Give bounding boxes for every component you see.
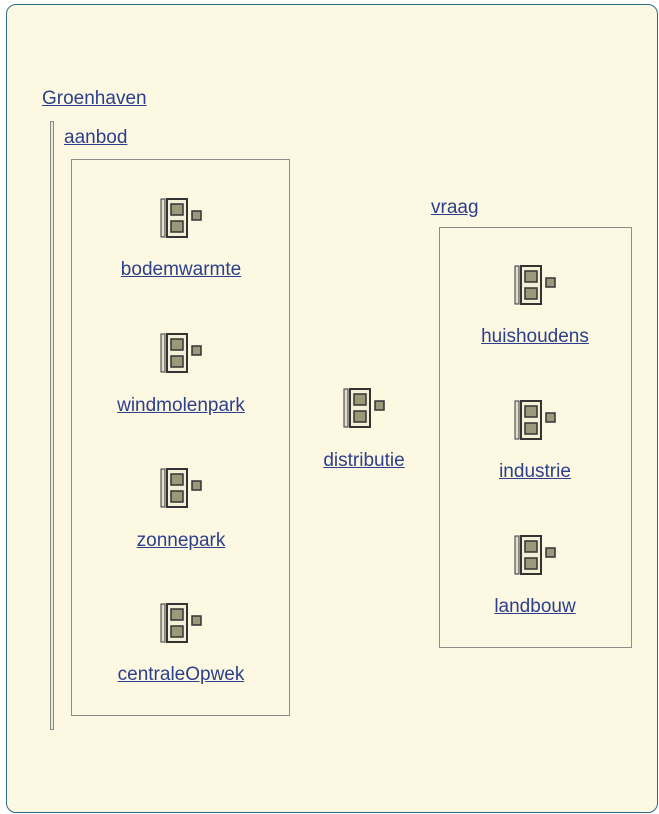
- group-box-aanbod: [71, 159, 290, 716]
- module-icon[interactable]: [514, 265, 556, 305]
- hierarchy-bar: [50, 121, 54, 730]
- node-label-bodemwarmte[interactable]: bodemwarmte: [120, 259, 242, 280]
- module-icon[interactable]: [160, 333, 202, 373]
- node-label-huishoudens[interactable]: huishoudens: [481, 326, 589, 347]
- node-label-distributie[interactable]: distributie: [323, 450, 405, 471]
- node-label-landbouw[interactable]: landbouw: [494, 596, 576, 617]
- node-label-zonnepark[interactable]: zonnepark: [136, 530, 226, 551]
- diagram-panel: [6, 4, 658, 813]
- module-icon[interactable]: [160, 603, 202, 643]
- module-icon[interactable]: [514, 535, 556, 575]
- module-icon[interactable]: [343, 388, 385, 428]
- module-icon[interactable]: [160, 468, 202, 508]
- module-icon[interactable]: [514, 400, 556, 440]
- module-icon[interactable]: [160, 198, 202, 238]
- group-label-aanbod[interactable]: aanbod: [64, 127, 128, 148]
- group-box-vraag: [439, 227, 632, 648]
- group-label-vraag[interactable]: vraag: [431, 197, 479, 218]
- node-label-centraleopwek[interactable]: centraleOpwek: [117, 664, 245, 685]
- root-label-groenhaven[interactable]: Groenhaven: [42, 88, 147, 109]
- node-label-industrie[interactable]: industrie: [499, 461, 571, 482]
- node-label-windmolenpark[interactable]: windmolenpark: [117, 395, 245, 416]
